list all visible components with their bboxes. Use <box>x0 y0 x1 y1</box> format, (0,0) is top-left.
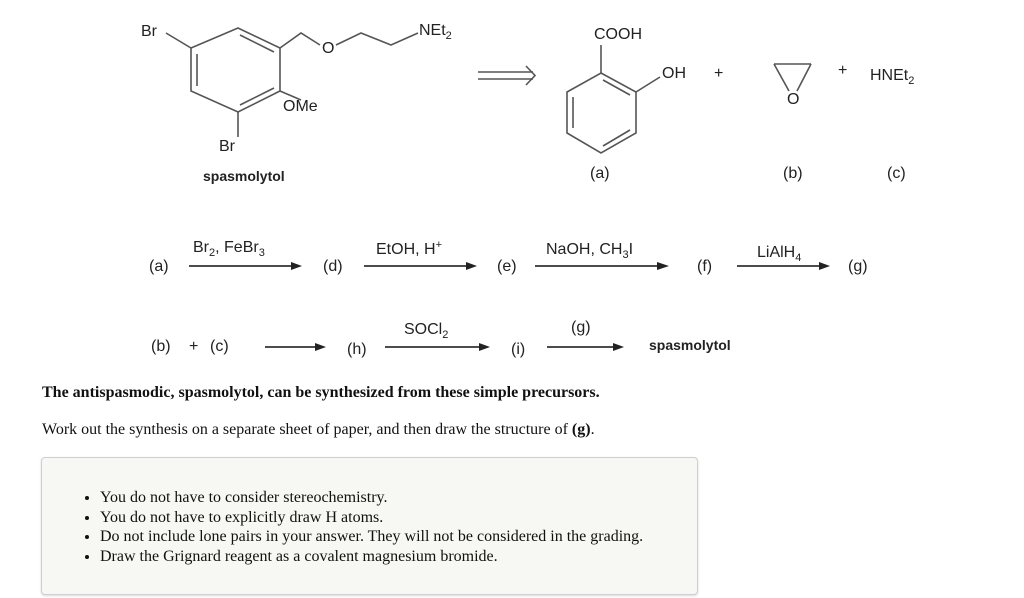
precursor-c-label: (c) <box>887 165 906 182</box>
forward-sequence-1: (a) Br2, FeBr3 (d) EtOH, H+ (e) NaOH, CH… <box>149 239 868 275</box>
ethylene-oxide-structure: O (b) <box>773 63 812 182</box>
spasmolytol-name: spasmolytol <box>203 168 285 184</box>
reagent-br2-febr3: Br2, FeBr3 <box>193 239 265 259</box>
target-compound: (g) <box>571 421 591 438</box>
reagent-naoh-ch3i: NaOH, CH3I <box>546 241 633 261</box>
compound-e: (e) <box>497 258 517 275</box>
hnet2-label: HNEt2 <box>870 67 914 87</box>
plus-sign: + <box>838 62 847 79</box>
question-intro: The antispasmodic, spasmolytol, can be s… <box>42 384 600 401</box>
compound-h: (h) <box>347 341 367 358</box>
compound-a: (a) <box>149 258 169 275</box>
compound-d: (d) <box>323 258 343 275</box>
compound-c: (c) <box>210 338 229 355</box>
br-top-label: Br <box>141 23 158 40</box>
notes-list: You do not have to consider stereochemis… <box>42 488 643 566</box>
amine-label: NEt2 <box>419 22 452 42</box>
reagent-lialh4: LiAlH4 <box>757 244 801 264</box>
ether-chain <box>279 32 321 49</box>
forward-sequence-2: (b) + (c) (h) SOCl2 (i) (g) spasmolytol <box>151 319 731 358</box>
compound-g: (g) <box>848 258 868 275</box>
reaction-scheme: Br Br OMe O NEt2 spasmolytol COOH OH (a)… <box>141 22 914 358</box>
salicylic-acid-structure: COOH OH (a) <box>566 26 686 182</box>
br-bottom-label: Br <box>219 138 236 155</box>
oh-label: OH <box>662 65 686 82</box>
ome-label: OMe <box>283 98 318 115</box>
bond-br-top <box>165 32 192 49</box>
reagent-socl2: SOCl2 <box>404 321 448 341</box>
note-item: You do not have to consider stereochemis… <box>100 488 643 508</box>
note-item: Draw the Grignard reagent as a covalent … <box>100 547 643 567</box>
epoxide-o-label: O <box>787 91 799 108</box>
compound-b: (b) <box>151 338 171 355</box>
notes-panel: You do not have to consider stereochemis… <box>41 457 698 595</box>
benzene-ring <box>190 27 281 113</box>
compound-f: (f) <box>697 258 712 275</box>
cooh-label: COOH <box>594 26 642 43</box>
precursor-a-label: (a) <box>590 165 610 182</box>
plus-sign: + <box>714 65 723 82</box>
reagent-g: (g) <box>571 319 591 336</box>
ether-o-label: O <box>322 40 334 57</box>
compound-i: (i) <box>511 341 525 358</box>
spasmolytol-structure: Br Br OMe O NEt2 spasmolytol <box>141 22 452 184</box>
note-item: Do not include lone pairs in your answer… <box>100 527 643 547</box>
amine-chain <box>335 32 419 46</box>
plus-sign: + <box>189 338 198 355</box>
spasmolytol-product: spasmolytol <box>649 337 731 353</box>
reagent-etoh-h: EtOH, H+ <box>376 239 442 258</box>
precursor-b-label: (b) <box>783 165 803 182</box>
diethylamine: HNEt2 (c) <box>870 67 914 182</box>
note-item: You do not have to explicitly draw H ato… <box>100 508 643 528</box>
question-instruction: Work out the synthesis on a separate she… <box>42 421 595 438</box>
bond-ome <box>279 90 302 101</box>
retrosynthesis-arrow <box>478 65 537 86</box>
